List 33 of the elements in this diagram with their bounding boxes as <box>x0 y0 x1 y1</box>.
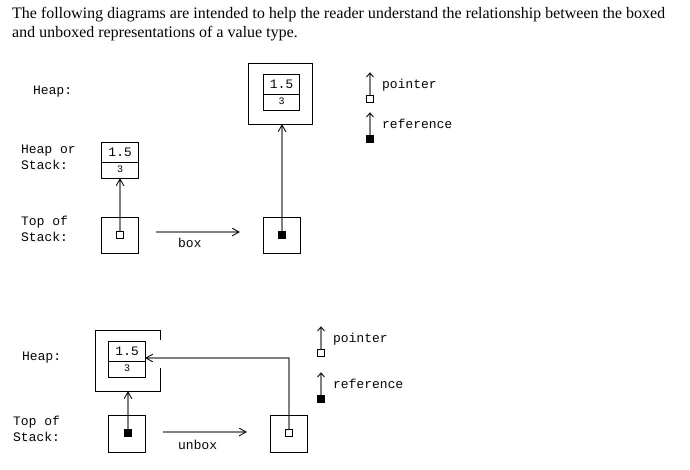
legend-text: pointer <box>382 77 437 93</box>
intro-paragraph: The following diagrams are intended to help the reader understand the relationship between the boxed and unboxed representations of a value type. <box>12 4 666 42</box>
memory-region-label: Heap or Stack: <box>21 142 77 174</box>
boxed-object-box <box>248 63 313 125</box>
stack-slot-box <box>108 415 146 453</box>
memory-region-label: Top of Stack: <box>13 414 61 446</box>
value-box <box>101 142 139 179</box>
field-value: 3 <box>116 164 124 178</box>
pointer-arrow <box>146 354 293 437</box>
legend-text: reference <box>382 117 452 133</box>
memory-region-label: Heap: <box>33 83 74 99</box>
pointer-arrow <box>116 178 124 239</box>
edge-label: unbox <box>178 438 218 454</box>
field-value: 1.5 <box>264 75 299 95</box>
boxed-object-box <box>95 330 161 392</box>
stack-slot-box <box>101 217 139 254</box>
reference-arrow <box>124 392 132 437</box>
arrow <box>162 428 246 436</box>
value-box <box>108 341 146 378</box>
stack-slot-box <box>270 415 308 453</box>
legend-text: reference <box>333 377 404 393</box>
legend-text: pointer <box>333 331 388 347</box>
field-value: 1.5 <box>109 342 145 362</box>
field-value: 1.5 <box>102 143 138 163</box>
field-value: 3 <box>122 363 131 377</box>
field-value: 3 <box>277 96 286 110</box>
stack-slot-box <box>263 217 301 254</box>
edge-label: box <box>178 236 202 252</box>
memory-region-label: Top of Stack: <box>21 214 69 246</box>
arrow <box>156 228 240 236</box>
value-box <box>263 74 300 111</box>
reference-arrow <box>278 124 286 239</box>
memory-region-label: Heap: <box>22 349 62 365</box>
